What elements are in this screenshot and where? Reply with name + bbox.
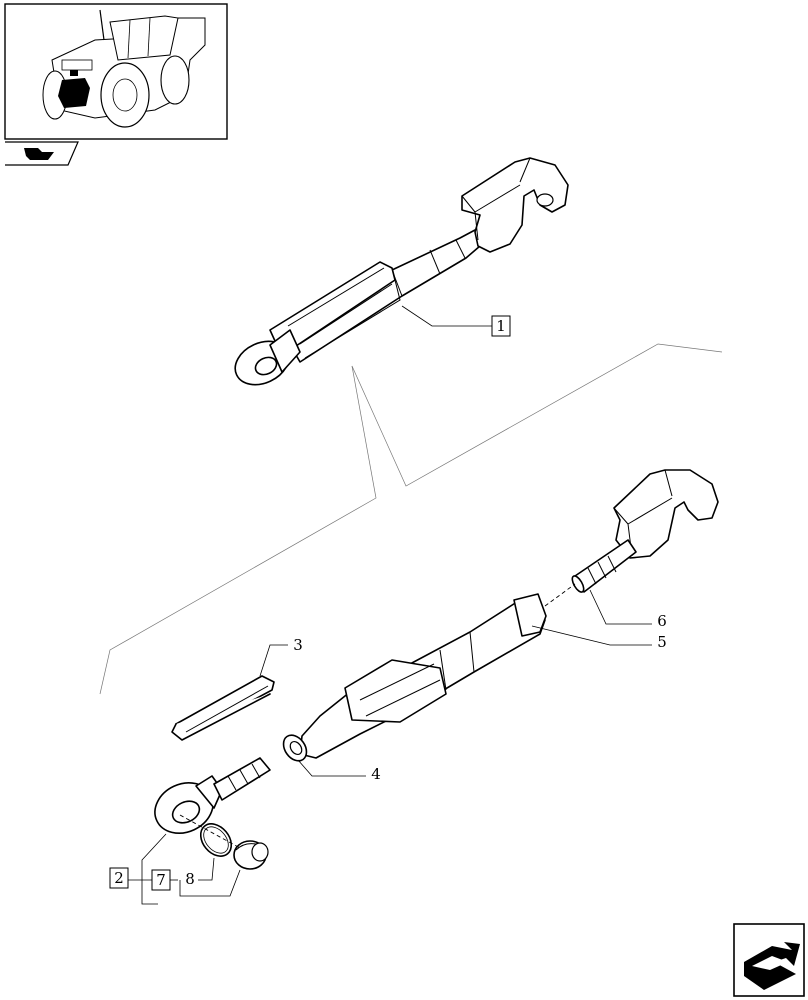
callout-6-label: 6 (657, 612, 667, 630)
callout-8-group: 8 (179, 857, 241, 897)
assembly-axis-line (544, 583, 576, 607)
threaded-stud-part-6 (571, 539, 637, 593)
ball-joint-part-7 (233, 840, 269, 870)
tube-body-part-5 (282, 593, 547, 762)
eye-axis-line (179, 814, 241, 849)
callout-5-label: 5 (657, 633, 667, 651)
callout-8-label: 8 (185, 870, 195, 888)
tractor-thumbnail-icon[interactable] (4, 3, 228, 140)
snap-ring-part-8 (199, 823, 233, 857)
callout-1-group: 1 (401, 305, 511, 337)
callout-1-label: 1 (496, 317, 506, 335)
callout-5-group: 5 (531, 625, 667, 651)
arrow-marker-icon (5, 141, 79, 166)
callout-2-label: 2 (114, 869, 124, 887)
callout-2-group: 2 (109, 833, 167, 905)
explosion-guide-lines (99, 343, 723, 695)
callout-3-group: 3 (259, 636, 303, 677)
callout-4-label: 4 (371, 765, 381, 783)
callout-6-group: 6 (589, 589, 667, 630)
next-page-arrow-icon[interactable] (733, 923, 805, 997)
callout-4-group: 4 (297, 759, 381, 783)
callout-7-label: 7 (156, 871, 166, 889)
callout-7-group: 7 (151, 869, 178, 891)
top-link-assembly (234, 157, 569, 386)
eye-end-part-2 (154, 757, 271, 834)
spring-clip-part-3 (171, 675, 275, 741)
hook-end-part (613, 469, 719, 559)
callout-3-label: 3 (293, 636, 303, 654)
